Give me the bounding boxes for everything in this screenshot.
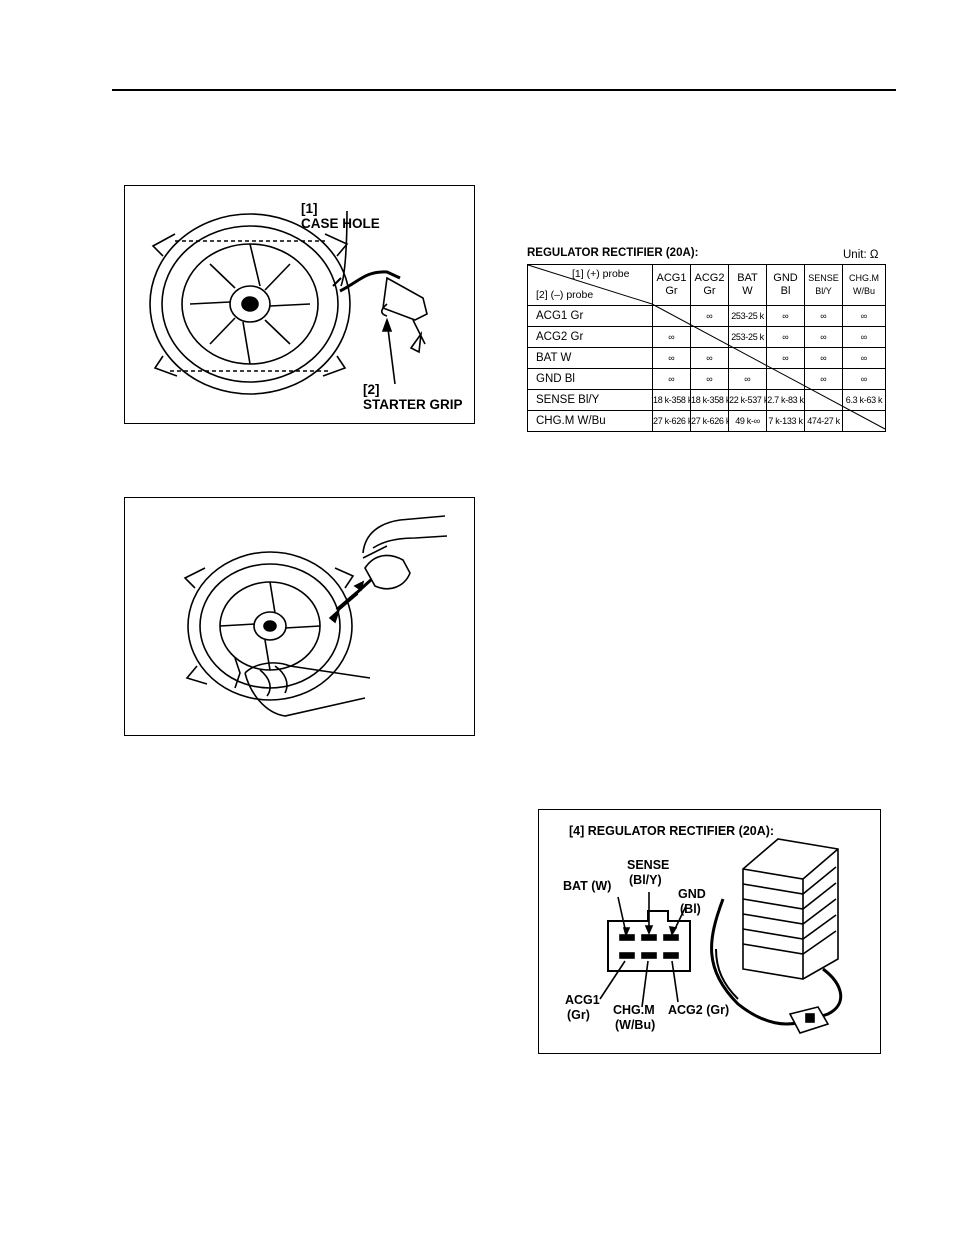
starter-grip-label: STARTER GRIP: [363, 397, 463, 412]
case-hole-label: CASE HOLE: [301, 216, 380, 231]
table-cell: [690, 326, 729, 348]
table-unit: Unit: Ω: [843, 249, 879, 261]
table-row: BAT W ∞ ∞ ∞ ∞ ∞: [527, 347, 886, 369]
table-cell: ∞: [842, 305, 886, 327]
hand-pulling-starter-drawing: [183, 515, 448, 717]
table-cell: ∞: [652, 368, 691, 390]
table-cell: ∞: [804, 305, 843, 327]
table-cell: 27 k-626 k: [652, 410, 691, 432]
sense-color-label: (Bl/Y): [629, 873, 662, 887]
table-cell: ∞: [690, 368, 729, 390]
table-cell: [728, 347, 767, 369]
bat-label: BAT (W): [563, 879, 612, 893]
table-row: CHG.M W/Bu 27 k-626 k 27 k-626 k 49 k-∞ …: [527, 410, 886, 432]
row-label: ACG2 Gr: [527, 326, 653, 348]
row-label: GND Bl: [527, 368, 653, 390]
starter-case-figure: [1] CASE HOLE [2] STARTER GRIP: [124, 185, 475, 424]
pull-starter-figure: [124, 497, 475, 736]
recoil-starter-drawing: [149, 210, 428, 395]
table-cell: ∞: [842, 326, 886, 348]
table-cell: [804, 389, 843, 411]
table-row: SENSE Bl/Y 18 k-358 k 18 k-358 k 22 k-53…: [527, 389, 886, 411]
acg1-color-label: (Gr): [567, 1008, 590, 1022]
table-cell: 253-25 k: [728, 305, 767, 327]
row-label: SENSE Bl/Y: [527, 389, 653, 411]
table-cell: 253-25 k: [728, 326, 767, 348]
table-cell: 22 k-537 k: [728, 389, 767, 411]
chgm-label: CHG.M: [613, 1003, 655, 1017]
table-cell: [842, 410, 886, 432]
table-cell: ∞: [652, 326, 691, 348]
table-cell: ∞: [766, 326, 805, 348]
table-cell: 49 k-∞: [728, 410, 767, 432]
table-cell: 18 k-358 k: [690, 389, 729, 411]
gnd-color-label: (Bl): [680, 902, 701, 916]
table-cell: ∞: [728, 368, 767, 390]
negative-probe-label: [2] (–) probe: [536, 289, 594, 301]
starter-grip-number: [2]: [363, 382, 380, 397]
table-cell: ∞: [690, 347, 729, 369]
table-cell: ∞: [842, 368, 886, 390]
table-cell: 7 k-133 k: [766, 410, 805, 432]
connector-title: [4] REGULATOR RECTIFIER (20A):: [569, 824, 775, 838]
chgm-color-label: (W/Bu): [615, 1018, 656, 1032]
table-cell: ∞: [766, 305, 805, 327]
row-label: ACG1 Gr: [527, 305, 653, 327]
positive-probe-label: [1] (+) probe: [572, 268, 630, 280]
connector-drawing: [599, 838, 843, 1034]
row-label: CHG.M W/Bu: [527, 410, 653, 432]
sense-label: SENSE: [627, 858, 670, 872]
table-cell: [766, 368, 805, 390]
case-hole-number: [1]: [301, 201, 318, 216]
table-cell: 474-27 k: [804, 410, 843, 432]
table-cell: ∞: [842, 347, 886, 369]
gnd-label: GND: [678, 887, 706, 901]
table-cell: ∞: [766, 347, 805, 369]
header-rule: [112, 89, 896, 91]
acg1-label: ACG1: [565, 993, 600, 1007]
table-row: ACG1 Gr ∞ 253-25 k ∞ ∞ ∞: [527, 305, 886, 327]
table-cell: ∞: [804, 326, 843, 348]
table-cell: 2.7 k-83 k: [766, 389, 805, 411]
probe-corner-cell: [1] (+) probe [2] (–) probe: [527, 264, 653, 306]
table-row: ACG2 Gr ∞ 253-25 k ∞ ∞ ∞: [527, 326, 886, 348]
table-cell: ∞: [804, 347, 843, 369]
table-cell: ∞: [690, 305, 729, 327]
table-cell: [652, 305, 691, 327]
table-title: REGULATOR RECTIFIER (20A):: [527, 247, 699, 259]
table-cell: ∞: [652, 347, 691, 369]
table-cell: 27 k-626 k: [690, 410, 729, 432]
acg2-label: ACG2 (Gr): [668, 1003, 730, 1017]
table-cell: 6.3 k-63 k: [842, 389, 886, 411]
table-cell: ∞: [804, 368, 843, 390]
row-label: BAT W: [527, 347, 653, 369]
table-cell: 18 k-358 k: [652, 389, 691, 411]
table-row: GND Bl ∞ ∞ ∞ ∞ ∞: [527, 368, 886, 390]
